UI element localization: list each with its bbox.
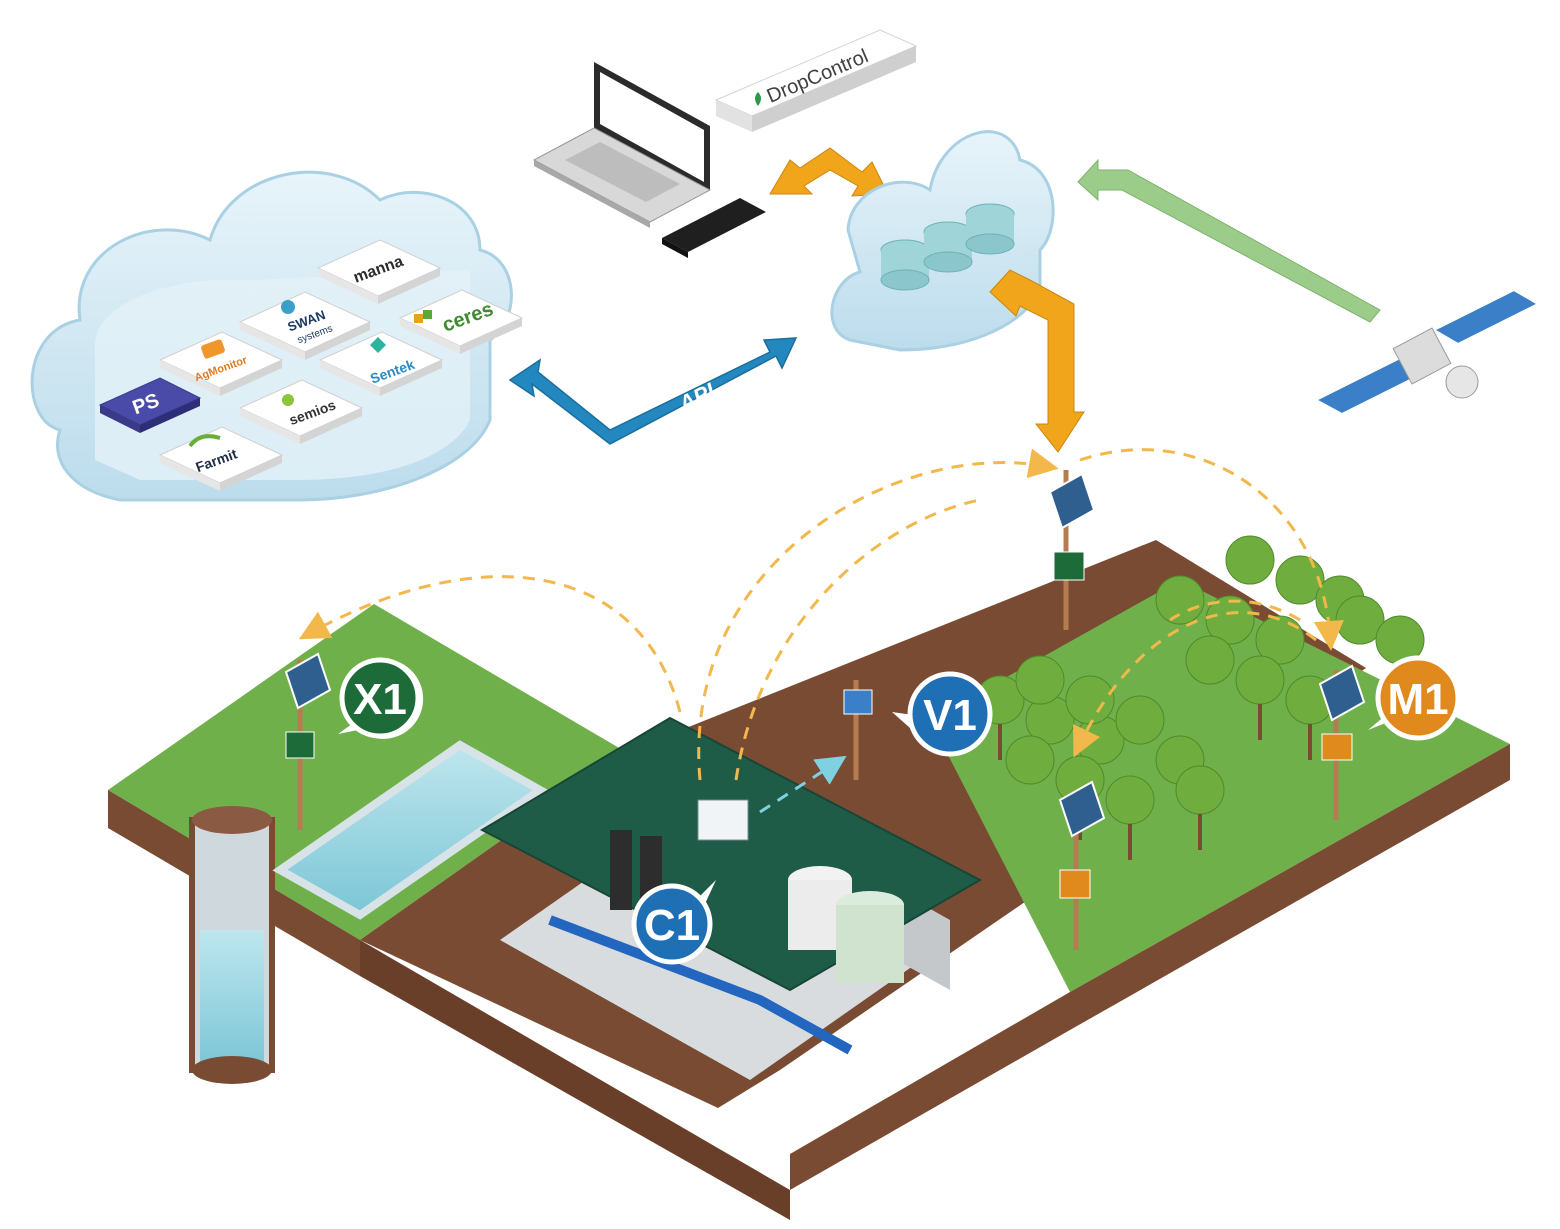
data-cloud [830,130,1055,352]
satellite-icon [1313,288,1541,416]
partner-tile-semios: semios [238,379,364,444]
ceres-icon [414,314,423,323]
agmonitor-icon [201,339,225,359]
partner-tile-sentek: Sentek [318,331,444,396]
badge-x1-label: X1 [353,675,407,724]
swan-icon [281,300,295,314]
badge-c1-label: C1 [644,901,700,950]
solar-sensor-v1 [843,680,873,780]
radio-link-pump-return [734,498,981,781]
radio-link-m1 [1079,448,1344,651]
solar-sensor-x1 [284,652,332,830]
filter-tank-right [836,891,904,983]
radio-link-gateway-pump [697,448,1059,781]
dropcontrol-sign: DropControl [714,29,918,132]
radio-link-v1 [759,755,847,814]
api-arrow: API [508,337,798,445]
badge-m1[interactable]: M1 [1368,655,1461,741]
satellite-arrow [1077,158,1381,323]
badge-x1[interactable]: X1 [338,657,424,739]
database-stack-right [965,203,1015,255]
sentek-icon [370,337,386,353]
partner-tile-ceres: ceres [398,289,524,354]
smartphone [662,198,766,258]
solar-sensor-field [1058,780,1106,950]
well [189,806,275,1084]
sync-arrow-devices [769,147,889,197]
badge-m1-label: M1 [1387,675,1448,724]
partner-tile-ps: PS [98,377,202,433]
radio-link-field [1073,611,1317,758]
database-stack-left [880,239,930,291]
partner-tile-agmonitor: AgMonitor [158,331,284,396]
farmit-icon [188,434,221,448]
laptop [532,62,712,228]
pump-house [479,716,983,1080]
semios-icon [282,394,294,406]
partner-tile-manna: manna [316,239,442,304]
partner-tile-farmit: Farmit [158,426,284,491]
database-stack-middle [923,221,973,273]
badge-c1[interactable]: C1 [631,880,716,965]
solar-sensor-gateway [1048,470,1096,630]
badge-v1[interactable]: V1 [892,671,993,757]
solar-sensor-m1 [1318,664,1366,820]
radio-link-x1 [298,575,682,713]
laptop-keyboard [565,142,680,202]
water-reservoir [272,740,548,920]
partner-tile-swan: SWAN systems [238,291,372,360]
badge-v1-label: V1 [923,691,977,740]
filter-column [610,830,632,910]
controller-panel [697,799,749,841]
sync-arrow-field [989,269,1085,453]
dropcontrol-logo-icon [755,92,761,106]
